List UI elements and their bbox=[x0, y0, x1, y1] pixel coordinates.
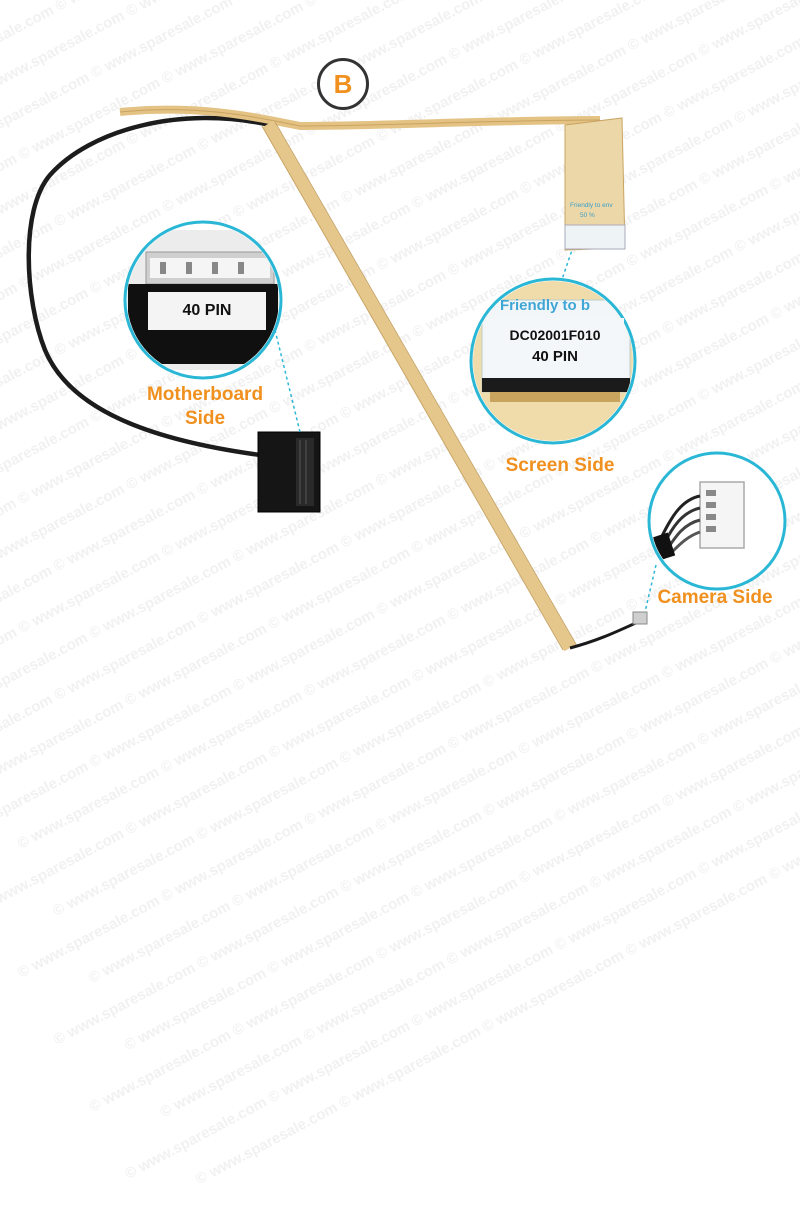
svg-text:50 %: 50 % bbox=[580, 212, 595, 219]
screen-header-text: Friendly to b bbox=[500, 297, 590, 314]
motherboard-pin-label: 40 PIN bbox=[182, 302, 232, 319]
camera-cable bbox=[569, 620, 639, 650]
cable-illustration: Friendly to env 50 % bbox=[26, 105, 787, 652]
screen-pin-label: 40 PIN bbox=[532, 348, 578, 365]
motherboard-pin-box: 40 PIN bbox=[148, 292, 266, 330]
variant-badge: B bbox=[317, 58, 369, 110]
leader-camera bbox=[644, 564, 657, 613]
camera-side-label: Camera Side bbox=[657, 587, 773, 608]
motherboard-side-label: Motherboard Side bbox=[146, 384, 264, 429]
connector-print: Friendly to env bbox=[570, 202, 613, 209]
black-cable bbox=[26, 115, 271, 458]
product-photo: © www.sparesale.com © www.sparesale.com … bbox=[0, 0, 800, 1188]
screen-part-number: DC02001F010 bbox=[509, 327, 601, 343]
screen-side-label: Screen Side bbox=[505, 455, 615, 476]
screen-pin-box: DC02001F010 40 PIN bbox=[486, 318, 624, 376]
variant-letter: B bbox=[333, 68, 353, 99]
tan-ribbon-cable bbox=[262, 120, 576, 652]
